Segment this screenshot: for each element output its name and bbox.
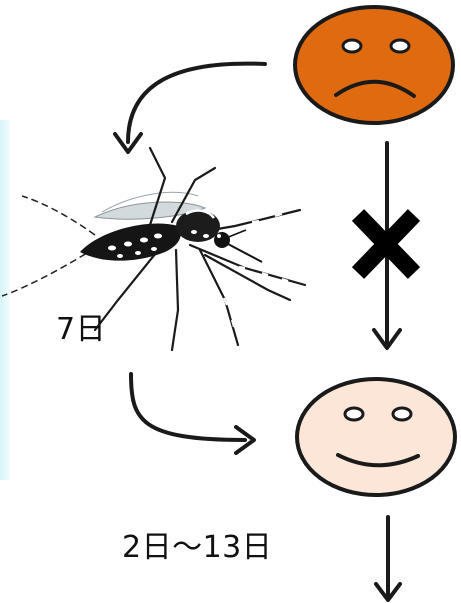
human-incubation-label: 2日〜13日 — [122, 533, 272, 563]
arrow-person-to-mosquito — [115, 64, 265, 152]
arrow-mosquito-to-person — [131, 374, 254, 453]
healthy-person-face — [297, 379, 455, 495]
mosquito-incubation-label: 7日 — [56, 315, 106, 345]
infected-person-face — [295, 7, 453, 123]
mosquito-icon — [2, 148, 305, 350]
arrow-onset — [376, 517, 400, 600]
